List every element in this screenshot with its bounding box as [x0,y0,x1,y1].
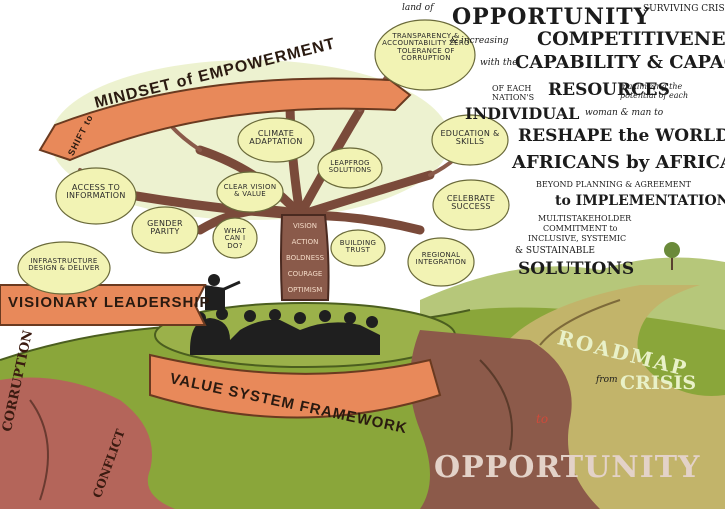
cloud-leapfrog: LEAPFROG SOLUTIONS [328,159,372,175]
headline-surviving-crises: SURVIVING CRISES [643,4,725,14]
cloud-access: ACCESS TO INFORMATION [66,183,126,201]
headline-opportunity: OPPORTUNITY [452,4,651,30]
banner-mindset [38,77,412,162]
headline-inclusive: INCLUSIVE, SYSTEMIC [528,234,627,243]
cloud-gender: GENDER PARITY [147,219,183,237]
cloud-education: EDUCATION & SKILLS [440,129,500,147]
headline-competitiveness: COMPETITIVENESS [537,28,725,50]
headline-resources: RESOURCES [548,80,670,100]
headline-individual: INDIVIDUAL [465,104,580,123]
road-to: to [536,412,549,426]
trunk-word: OPTIMISM [287,286,323,294]
banner-visionary [0,284,207,326]
headline-reshape: RESHAPE the WORLD [518,126,725,146]
road-opportunity: OPPORTUNITY [434,450,701,485]
cloud-trust: BUILDING TRUST [339,239,377,255]
cloud-transparency: TRANSPARENCY & ACCOUNTABILITY ZERO TOLER… [382,32,470,63]
trunk-word: ACTION [291,238,319,246]
cloud-regional: REGIONAL INTEGRATION [415,251,467,267]
cloud-infrastructure: INFRASTRUCTURE DESIGN & DELIVER [28,257,100,273]
banner-value-system [149,353,442,419]
cliff-left [0,377,175,509]
banner-visionary-text: VISIONARY LEADERSHIP [8,294,211,311]
road-crisis: CRISIS [620,372,697,394]
cloud-climate: CLIMATE ADAPTATION [249,129,303,147]
idea-clouds [17,19,510,295]
headline-implementation: to IMPLEMENTATION; [555,193,725,209]
cloud-clear-vision: CLEAR VISION & VALUE [223,183,277,199]
headline-maximizing: maximizing the potential of each [620,82,689,100]
headline-solutions: SOLUTIONS [518,259,635,279]
trunk-word: COURAGE [287,270,323,278]
trunk-word: VISION [292,222,318,230]
small-tree [664,242,680,258]
chasm-right [410,330,600,509]
headline-land-of: land of [402,3,434,13]
headline-sustainable: & SUSTAINABLE [515,246,595,256]
road-from: from [596,375,618,385]
headline-with-the: with the [480,58,518,68]
headline-beyond: BEYOND PLANNING & AGREEMENT [536,180,691,189]
trunk-word: BOLDNESS [285,254,325,262]
trunk [280,214,330,301]
headline-africans: AFRICANS by AFRICANS [512,152,725,173]
cloud-celebrate: CELEBRATE SUCCESS [446,194,496,212]
headline-capability: CAPABILITY & CAPACITY [515,52,725,73]
headline-of-each: OF EACH NATION'S [492,84,535,102]
crowd [190,274,380,355]
cloud-what-can-i: WHAT CAN I DO? [224,227,246,250]
headline-woman-man: woman & man to [585,108,664,118]
headline-increasing: & increasing [450,36,509,46]
headline-multistakeholder: MULTISTAKEHOLDER [538,214,632,223]
headline-commitment: COMMITMENT to [543,224,618,233]
